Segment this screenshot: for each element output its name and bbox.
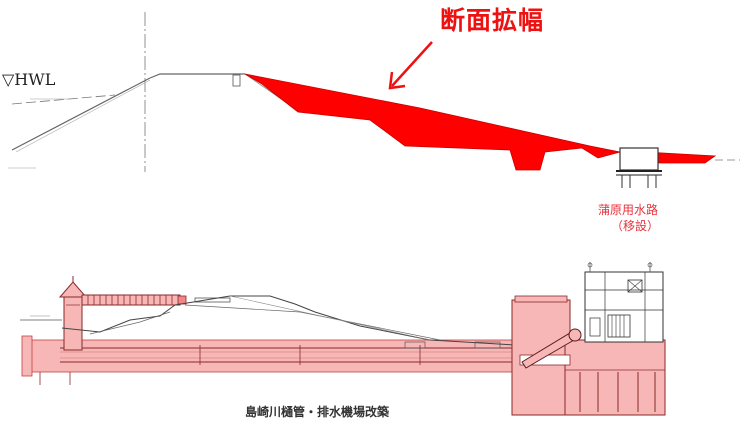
canal-label-line2: （移設） [611,219,660,233]
conduit-band [24,339,516,373]
canal-structure [616,147,662,188]
hwl-line [11,94,116,105]
upper-cross-section [8,12,740,188]
gate-tower [58,276,88,351]
hwl-label: ▽HWL [2,70,56,89]
bridge-deck [81,294,181,306]
canal-label-line1: 蒲原用水路 [598,203,659,217]
lower-longitudinal-section [20,262,666,416]
levee-profile [61,295,516,346]
river-slope [11,77,151,151]
levee-crown [149,73,245,79]
pointer-arrow [388,41,433,90]
diagram-caption: 島崎川樋管・排水機場改築 [245,405,390,419]
widening-label: 断面拡幅 [440,6,545,35]
pump-station [511,262,666,416]
crown-post [232,74,241,87]
